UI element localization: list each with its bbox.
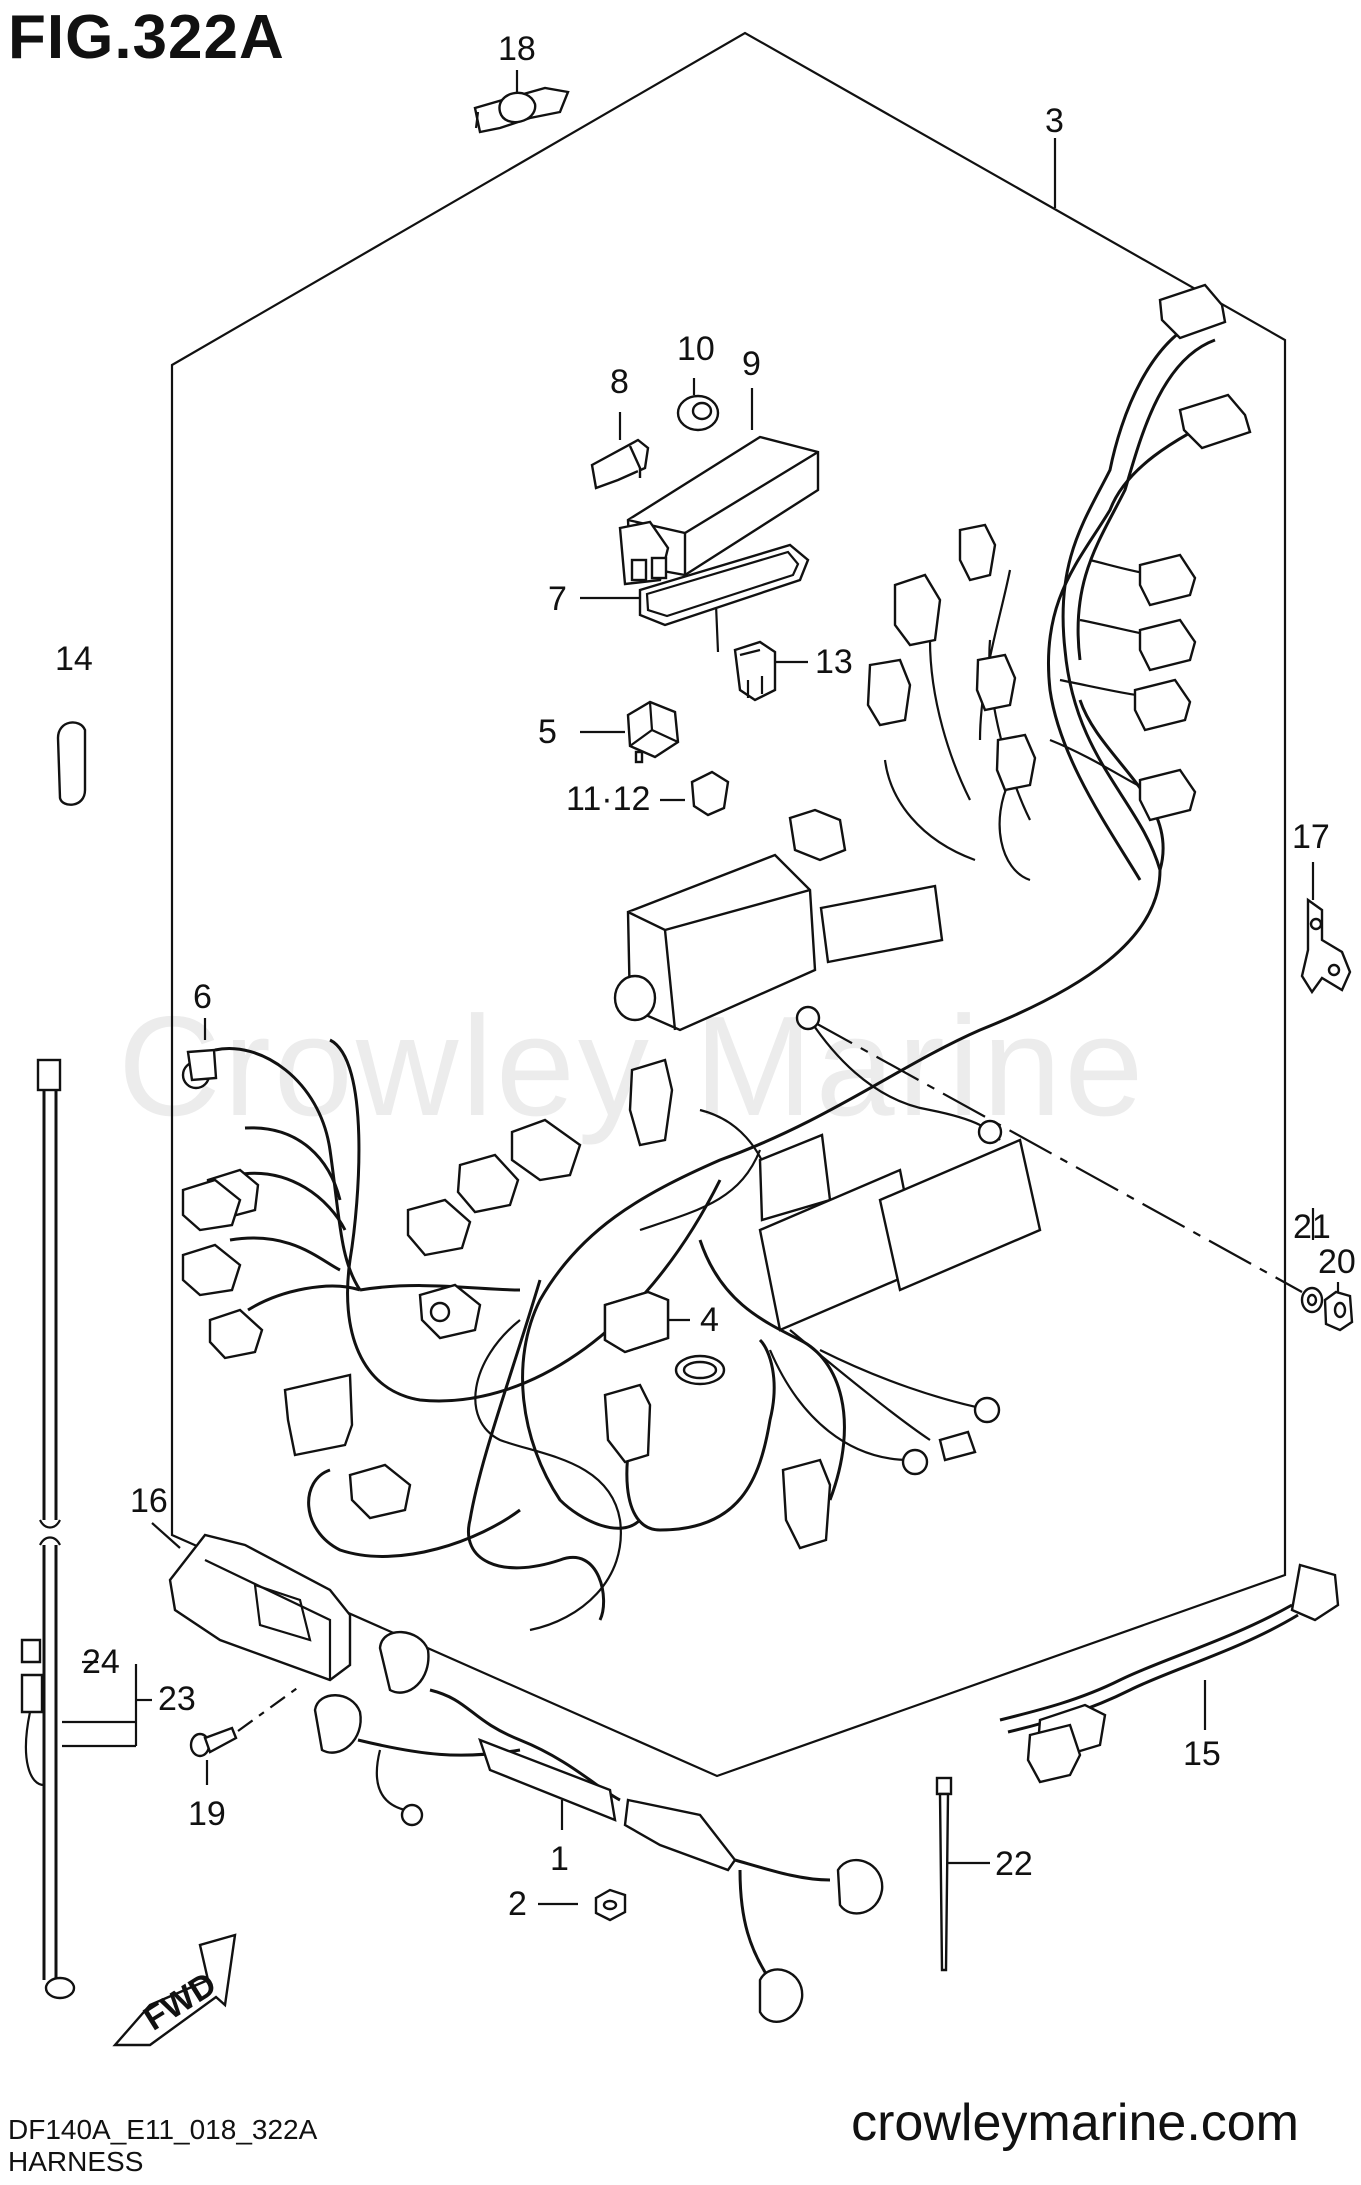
part-gasket [638, 543, 810, 627]
part-fuse-box [618, 435, 820, 586]
figure-code: DF140A_E11_018_322A [8, 2114, 318, 2145]
part-relay-5 [626, 700, 680, 764]
part-screw [189, 1726, 238, 1758]
assembly-frame [170, 31, 1287, 1778]
label-24: 24 [82, 1643, 120, 1681]
label-22: 22 [995, 1845, 1033, 1883]
part-extension-harness [999, 1563, 1340, 1784]
label-18: 18 [498, 30, 536, 68]
part-harness-1 [313, 1630, 884, 2023]
label-5: 5 [538, 713, 557, 751]
part-cable-tie [935, 1776, 953, 1972]
part-battery-cable [20, 1058, 76, 2000]
part-clamp [473, 86, 570, 134]
label-8: 8 [610, 363, 629, 401]
label-21: 21 [1293, 1208, 1331, 1246]
label-10: 10 [677, 330, 715, 368]
figure-title: FIG.322A [8, 3, 285, 72]
label-17: 17 [1292, 818, 1330, 856]
part-sensor-6 [186, 1048, 218, 1082]
label-4: 4 [700, 1301, 719, 1339]
fwd-arrow: FWD [112, 1933, 237, 2047]
label-13: 13 [815, 643, 853, 681]
part-fuse [690, 770, 730, 817]
part-cap-14 [56, 721, 87, 806]
label-23: 23 [158, 1680, 196, 1718]
figure-caption: HARNESS [8, 2146, 144, 2177]
label-20: 20 [1318, 1243, 1356, 1281]
part-grommet [676, 394, 720, 432]
part-cover-16 [168, 1533, 352, 1682]
part-bracket-8 [590, 438, 650, 490]
harness-connectors [181, 283, 1252, 1550]
label-11-12: 11·12 [566, 780, 650, 818]
website-text: crowleymarine.com [851, 2094, 1299, 2152]
label-2: 2 [508, 1885, 527, 1923]
label-9: 9 [742, 345, 761, 383]
part-nut-20 [1323, 1290, 1354, 1332]
label-1: 1 [550, 1840, 569, 1878]
part-relay-13 [733, 640, 777, 702]
label-15: 15 [1183, 1735, 1221, 1773]
label-16: 16 [130, 1482, 168, 1520]
part-number-labels: 18 3 10 9 8 7 13 14 5 11·12 6 17 4 21 20… [55, 30, 1356, 1923]
part-washer [1300, 1286, 1324, 1314]
part-nut-2 [594, 1888, 627, 1922]
label-19: 19 [188, 1795, 226, 1833]
label-14: 14 [55, 640, 93, 678]
label-3: 3 [1045, 102, 1064, 140]
label-6: 6 [193, 978, 212, 1016]
part-relay-4 [603, 1290, 726, 1386]
part-bracket-17 [1300, 897, 1352, 995]
label-7: 7 [548, 580, 567, 618]
leader-lines [62, 70, 1340, 1906]
